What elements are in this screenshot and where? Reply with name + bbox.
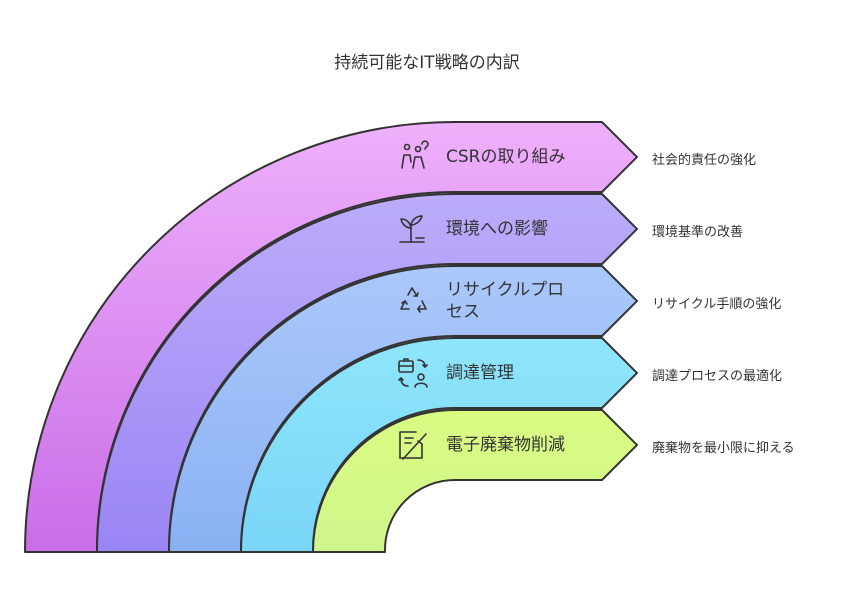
band-label-environment: 環境への影響 <box>446 219 548 239</box>
plant-sprout-icon <box>399 215 425 243</box>
people-idea-icon <box>401 140 429 169</box>
band-ewaste <box>312 409 638 553</box>
diagram-title: 持続可能なIT戦略の内訳 <box>334 53 520 73</box>
band-label-procurement: 調達管理 <box>446 363 514 383</box>
band-procurement <box>240 337 638 553</box>
detail-ewaste: 廃棄物を最小限に抑える <box>652 441 795 456</box>
detail-procurement: 調達プロセスの最適化 <box>652 369 783 384</box>
detail-environment: 環境基準の改善 <box>652 225 744 240</box>
detail-csr: 社会的責任の強化 <box>652 153 757 168</box>
band-label-recycling: リサイクルプロ セス <box>446 279 564 323</box>
waste-reduction-icon <box>399 431 427 460</box>
band-label-csr: CSRの取り組み <box>446 147 566 167</box>
briefcase-exchange-icon <box>398 358 428 388</box>
detail-recycling: リサイクル手順の強化 <box>652 297 782 312</box>
band-label-recycling-line2: セス <box>446 302 480 322</box>
band-label-ewaste: 電子廃棄物削減 <box>446 435 565 455</box>
recycle-icon <box>400 287 427 313</box>
band-label-recycling-line1: リサイクルプロ <box>446 280 565 300</box>
